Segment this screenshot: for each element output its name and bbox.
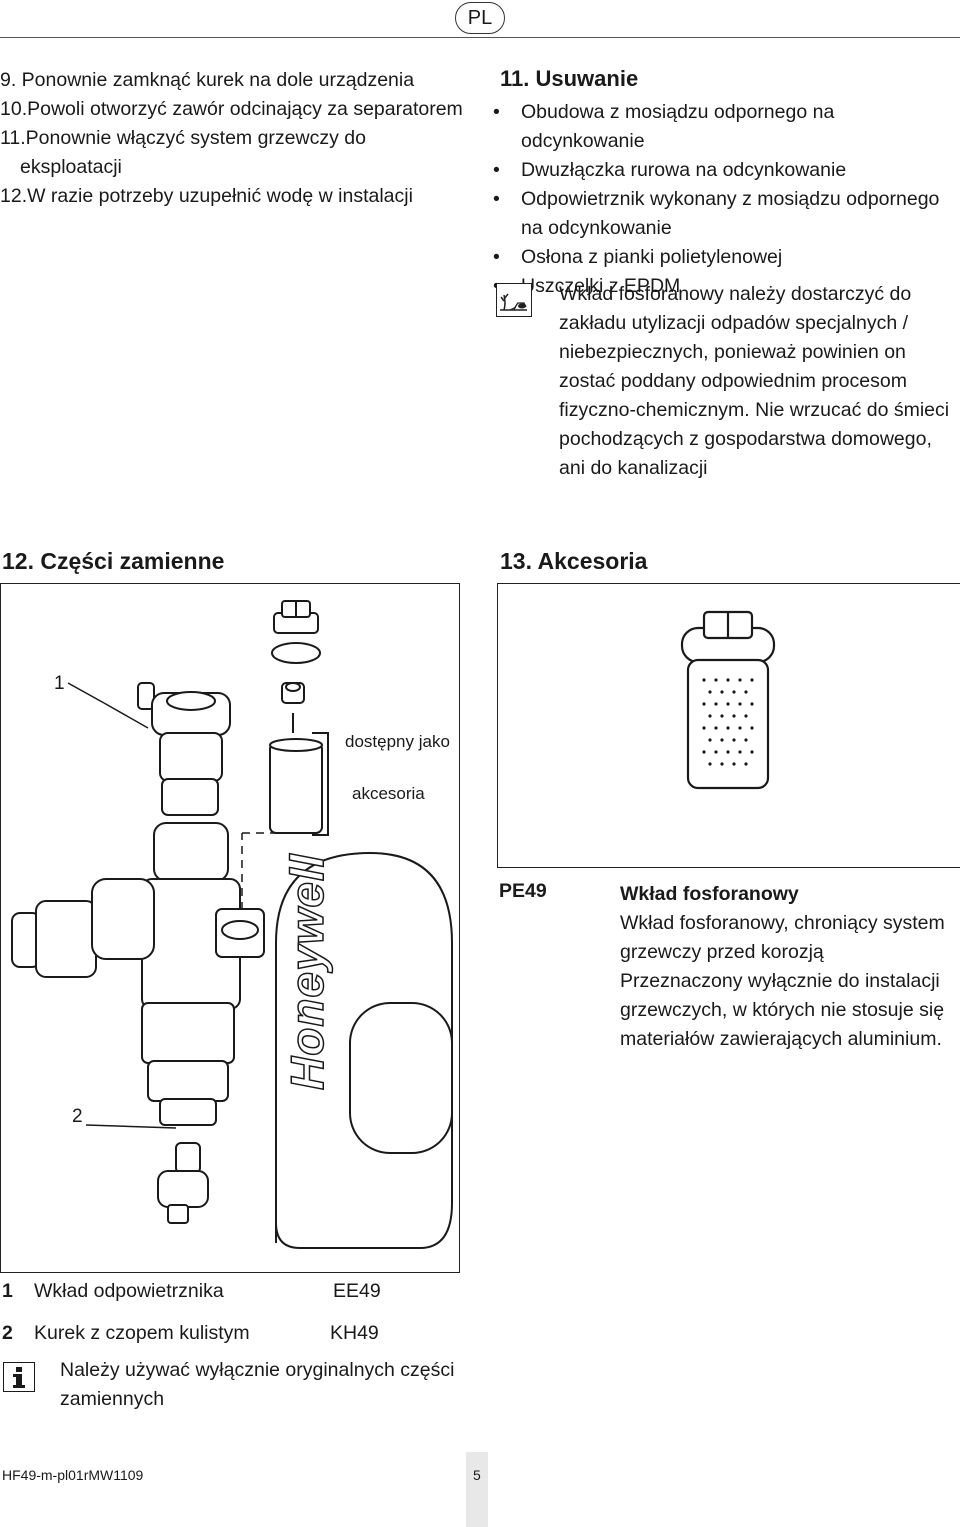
callout-1: 1 — [54, 673, 65, 694]
accessory-desc-line: grzewczych, w których nie stosuje się — [620, 999, 945, 1021]
accessories-title: 13. Akcesoria — [500, 548, 648, 574]
language-badge: PL — [455, 2, 505, 34]
phosphate-cartridge-drawing — [680, 610, 776, 790]
info-note: Należy używać wyłącznie oryginalnych czę… — [60, 1356, 455, 1414]
part-2-name: Kurek z czopem kulistym — [34, 1322, 250, 1344]
info-icon — [3, 1362, 35, 1392]
part-2-number: 2 — [2, 1322, 13, 1344]
accessory-code: PE49 — [499, 880, 547, 902]
info-note-line: zamiennych — [60, 1388, 165, 1410]
part-1-name: Wkład odpowietrznika — [34, 1280, 224, 1302]
part-1-code: EE49 — [333, 1280, 381, 1302]
accessory-desc-line: materiałów zawierających aluminium. — [620, 1028, 942, 1050]
disposal-note: Wkład fosforanowy należy dostarczyć do z… — [559, 283, 950, 479]
step-10: 10.Powoli otworzyć zawór odcinający za s… — [0, 98, 463, 120]
part-2-code: KH49 — [330, 1322, 379, 1344]
step-11: 11.Ponownie włączyć system grzewczy do — [0, 127, 366, 149]
separator-exploded-drawing — [11, 600, 453, 1249]
accessory-label-line1: dostępny jako — [345, 732, 450, 751]
steps-list: 9. Ponownie zamknąć kurek na dole urządz… — [0, 66, 463, 211]
brand-logo: Honeywell — [280, 853, 334, 1091]
part-1-number: 1 — [2, 1280, 13, 1302]
disposal-bullets: Obudowa z mosiądzu odpornego na odcynkow… — [492, 98, 960, 301]
accessory-name: Wkład fosforanowy — [620, 883, 799, 905]
page-number: 5 — [473, 1467, 481, 1483]
accessory-desc-line: grzewczy przed korozją — [620, 941, 824, 963]
step-11-continued: eksploatacji — [20, 156, 122, 178]
info-note-line: Należy używać wyłącznie oryginalnych czę… — [60, 1359, 455, 1381]
accessory-desc-line: Przeznaczony wyłącznie do instalacji — [620, 970, 940, 992]
document-code: HF49-m-pl01rMW1109 — [2, 1467, 144, 1483]
disposal-bullet: Obudowa z mosiądzu odpornego na odcynkow… — [492, 98, 960, 156]
accessory-details: Wkład fosforanowy Wkład fosforanowy, chr… — [620, 880, 958, 1054]
accessories-figure — [497, 583, 960, 868]
step-9: 9. Ponownie zamknąć kurek na dole urządz… — [0, 69, 415, 91]
disposal-title: 11. Usuwanie — [500, 66, 639, 91]
spare-parts-title: 12. Części zamienne — [2, 548, 225, 574]
accessory-label-line2: akcesoria — [352, 784, 425, 803]
disposal-bullet: Osłona z pianki polietylenowej — [492, 243, 960, 272]
accessory-desc-line: Wkład fosforanowy, chroniący system — [620, 912, 945, 934]
disposal-bullet: Dwuzłączka rurowa na odcynkowanie — [492, 156, 960, 185]
step-12: 12.W razie potrzeby uzupełnić wodę w ins… — [0, 185, 413, 207]
callout-2: 2 — [72, 1106, 83, 1127]
header-rule — [0, 37, 960, 38]
footer-separator — [466, 1452, 488, 1527]
spare-parts-figure — [0, 583, 460, 1273]
disposal-bullet: Odpowietrznik wykonany z mosiądzu odporn… — [492, 185, 960, 243]
environment-hazard-icon — [496, 283, 532, 317]
